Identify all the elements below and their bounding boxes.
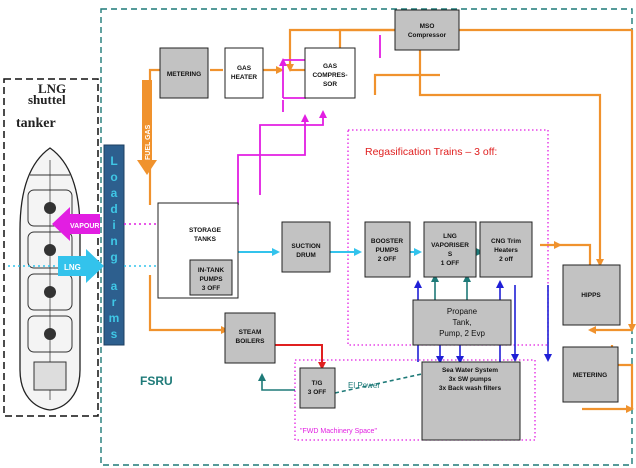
suction-label-2: DRUM (296, 252, 316, 259)
fuel-gas-label: FUEL GAS (145, 124, 152, 160)
storage-label-1: STORAGE (189, 227, 222, 234)
sea-water-label-1: Sea Water System (442, 367, 498, 374)
booster-label-1: BOOSTER (371, 238, 403, 245)
vapour-label: VAPOUR (70, 223, 99, 230)
gas-heater-box (224, 47, 264, 99)
propane-box (412, 299, 512, 346)
metering-bottom-label: METERING (573, 372, 607, 379)
svg-text:d: d (110, 202, 117, 216)
ship-title-line3: tanker (16, 116, 56, 131)
steam-boilers-box (224, 312, 276, 364)
booster-label-2: PUMPS (375, 247, 399, 254)
mso-compressor-box (394, 9, 460, 51)
sea-water-label-2: 3x SW pumps (449, 376, 492, 383)
propane-label-3: Pump, 2 Evp (439, 329, 485, 338)
gas-compressor-label-1: GAS (323, 63, 338, 70)
fsru-boundary (100, 8, 633, 466)
svg-text:n: n (110, 234, 117, 248)
cng-heaters-box (479, 221, 533, 278)
steam-label-1: STEAM (239, 329, 262, 336)
lng-arrow (58, 249, 104, 283)
propane-label-1: Propane (447, 307, 478, 316)
gas-compressor-label-3: SOR (323, 81, 337, 88)
lng-shuttle-tanker (3, 78, 99, 417)
metering-box-bottom (562, 346, 619, 403)
svg-text:s: s (111, 327, 118, 341)
vapour-arrow (52, 207, 100, 241)
lng-arrow-label: LNG (64, 263, 81, 272)
propane-label-2: Tank, (452, 318, 471, 327)
vaporiser-label-1: LNG (443, 233, 457, 240)
el-power-label: El Power (348, 381, 380, 390)
hipps-box (562, 264, 621, 326)
cng-label-2: Heaters (494, 247, 518, 254)
mso-label-1: MSO (420, 23, 435, 30)
suction-label-1: SUCTION (291, 243, 321, 250)
regas-trains-area (347, 129, 549, 346)
hipps-label: HIPPS (581, 292, 601, 299)
booster-label-3: 2 OFF (378, 256, 396, 263)
svg-text:i: i (112, 218, 115, 232)
cng-label-1: CNG Trim (491, 238, 521, 245)
booster-pumps-box (364, 221, 411, 278)
steam-label-2: BOILERS (236, 338, 266, 345)
vaporiser-label-4: 1 OFF (441, 260, 459, 267)
tg-box (299, 367, 336, 409)
svg-text:a: a (111, 279, 118, 293)
metering-box-top (159, 47, 209, 99)
fwd-machinery-label: "FWD Machinery Space" (300, 428, 377, 435)
metering-top-label: METERING (167, 71, 201, 78)
fwd-machinery-area (294, 359, 536, 441)
tg-label-2: 3 OFF (308, 389, 326, 396)
svg-text:a: a (111, 186, 118, 200)
in-tank-label-3: 3 OFF (202, 285, 220, 292)
cng-label-3: 2 off (499, 256, 514, 263)
in-tank-pumps-box (189, 259, 233, 296)
sea-water-box (421, 361, 521, 441)
lng-vaporisers-box (423, 221, 477, 278)
svg-text:m: m (109, 311, 120, 325)
gas-heater-label-2: HEATER (231, 74, 258, 81)
fuel-gas-bar (142, 80, 152, 165)
suction-drum-box (281, 221, 331, 273)
gas-compressor-box (304, 47, 356, 99)
ship-title-line2: shuttel (28, 92, 66, 107)
svg-text:o: o (110, 170, 117, 184)
storage-label-2: TANKS (194, 236, 217, 243)
regas-title: Regasification Trains – 3 off: (365, 146, 497, 158)
vaporiser-label-3: S (448, 251, 453, 258)
in-tank-label-1: IN-TANK (198, 267, 225, 274)
tg-label-1: T/G (312, 380, 323, 387)
in-tank-label-2: PUMPS (199, 276, 223, 283)
fsru-label: FSRU (140, 374, 173, 388)
vaporiser-label-2: VAPORISER (431, 242, 469, 249)
svg-text:g: g (110, 250, 117, 264)
mso-label-2: Compressor (408, 32, 447, 39)
ship-title-line1: LNG (38, 81, 66, 96)
sea-water-label-3: 3x Back wash filters (439, 385, 502, 392)
svg-text:L: L (110, 154, 117, 168)
svg-text:r: r (112, 295, 117, 309)
gas-heater-label-1: GAS (237, 65, 252, 72)
gas-compressor-label-2: COMPRES- (312, 72, 347, 79)
loading-arms-bar (103, 144, 125, 346)
